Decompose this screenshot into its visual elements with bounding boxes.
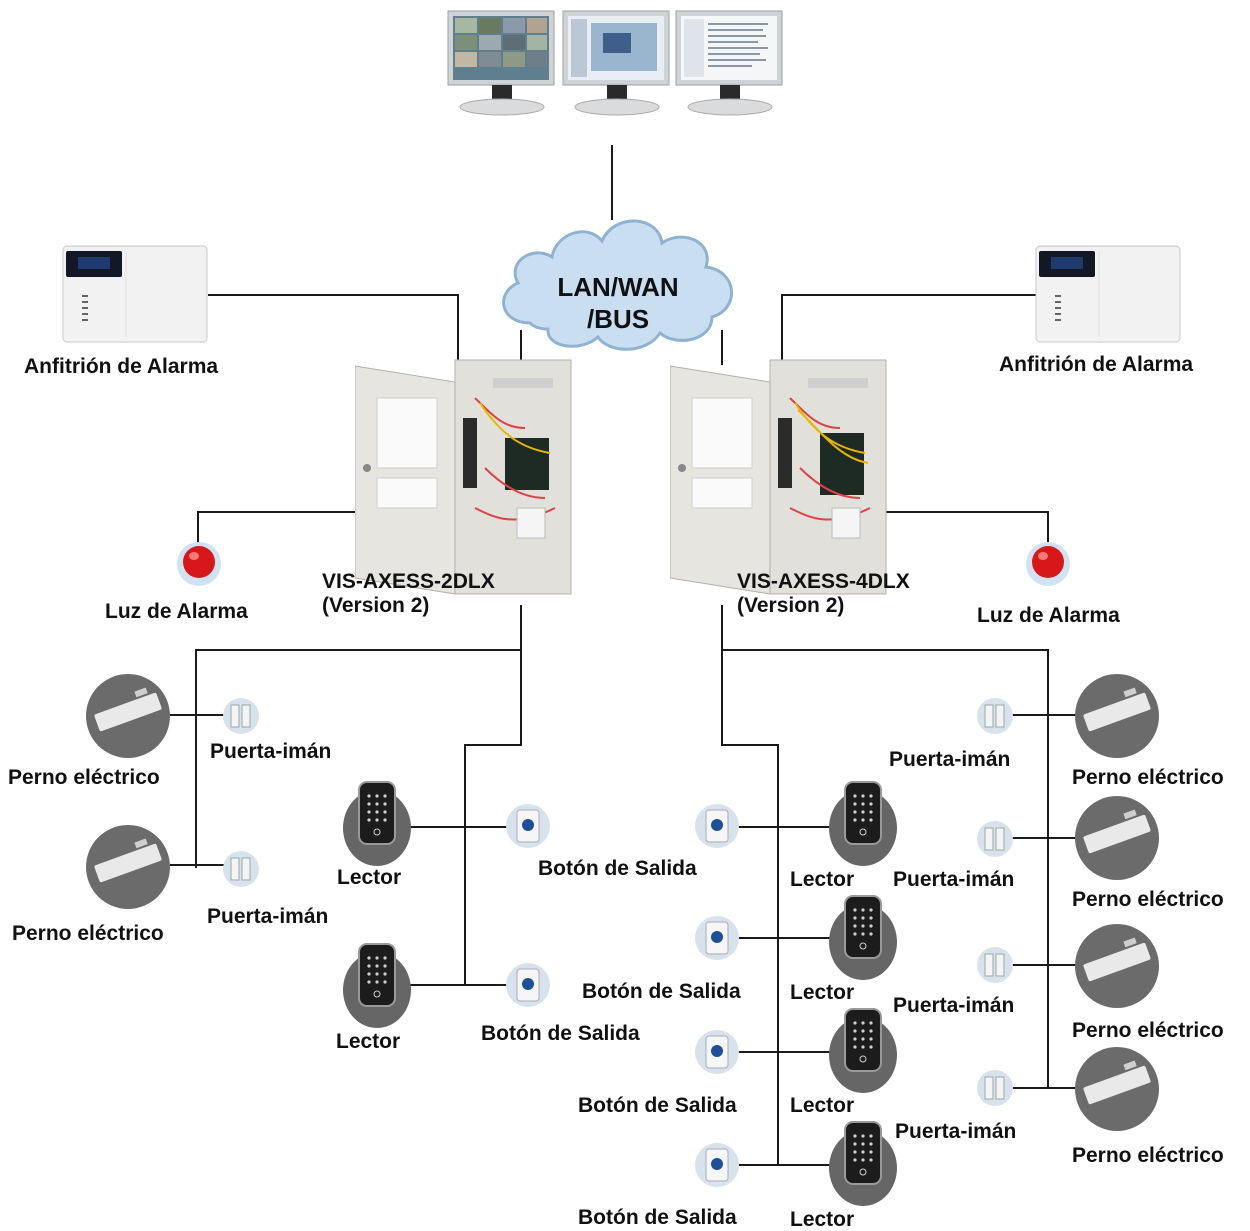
exit-button-label: Botón de Salida <box>578 1206 737 1229</box>
keypad-reader-icon <box>829 895 897 980</box>
reader-label: Lector <box>337 866 402 889</box>
exit-button-icon <box>695 804 739 848</box>
keypad-reader-icon <box>829 781 897 866</box>
magnet-contact-icon <box>977 821 1013 857</box>
reader-label: Lector <box>790 981 855 1004</box>
electric-bolt-label: Perno eléctrico <box>1072 1144 1224 1167</box>
electric-bolt-icon <box>86 674 170 758</box>
controller-left-model: VIS-AXESS-2DLX <box>322 570 495 593</box>
magnet-contact-icon <box>977 1070 1013 1106</box>
reader-label: Lector <box>790 1208 855 1231</box>
controller-left-version: (Version 2) <box>322 594 430 617</box>
reader-label: Lector <box>336 1030 401 1053</box>
controller-right-model: VIS-AXESS-4DLX <box>737 570 910 593</box>
exit-button-icon <box>695 916 739 960</box>
magnet-contact-icon <box>223 698 259 734</box>
electric-bolt-label: Perno eléctrico <box>1072 888 1224 911</box>
exit-button-label: Botón de Salida <box>538 857 697 880</box>
strobe-light-icon <box>1026 542 1070 586</box>
alarm-light-label-right: Luz de Alarma <box>977 604 1120 627</box>
alarm-panel-icon <box>62 245 208 343</box>
exit-button-icon <box>506 804 550 848</box>
alarm-host-label-right: Anfitrión de Alarma <box>999 353 1194 376</box>
electric-bolt-label: Perno eléctrico <box>12 922 164 945</box>
controller-right-version: (Version 2) <box>737 594 845 617</box>
electric-bolt-label: Perno eléctrico <box>8 766 160 789</box>
electric-bolt-icon <box>1075 924 1159 1008</box>
network-cloud-icon <box>502 219 733 351</box>
door-magnet-label: Puerta-imán <box>893 994 1015 1017</box>
reader-label: Lector <box>790 868 855 891</box>
exit-button-label: Botón de Salida <box>481 1022 640 1045</box>
electric-bolt-label: Perno eléctrico <box>1072 766 1224 789</box>
door-magnet-label: Puerta-imán <box>895 1120 1017 1143</box>
cloud-label-line1: LAN/WAN <box>557 272 679 302</box>
controller-cabinet-icon <box>355 359 572 595</box>
electric-bolt-icon <box>86 825 170 909</box>
keypad-reader-icon <box>829 1008 897 1093</box>
exit-button-icon <box>695 1030 739 1074</box>
door-magnet-label: Puerta-imán <box>889 748 1011 771</box>
exit-button-icon <box>506 963 550 1007</box>
exit-button-icon <box>695 1143 739 1187</box>
electric-bolt-icon <box>1075 674 1159 758</box>
monitor-icon <box>447 10 783 116</box>
alarm-panel-icon <box>1035 245 1181 343</box>
door-magnet-label: Puerta-imán <box>207 905 329 928</box>
reader-label: Lector <box>790 1094 855 1117</box>
controller-cabinet-icon <box>670 359 887 595</box>
alarm-host-label-left: Anfitrión de Alarma <box>24 355 219 378</box>
strobe-light-icon <box>177 542 221 586</box>
cloud-label-line2: /BUS <box>586 304 650 334</box>
keypad-reader-icon <box>343 943 411 1028</box>
door-magnet-label: Puerta-imán <box>893 868 1015 891</box>
exit-button-label: Botón de Salida <box>582 980 741 1003</box>
exit-button-label: Botón de Salida <box>578 1094 737 1117</box>
keypad-reader-icon <box>829 1121 897 1206</box>
electric-bolt-icon <box>1075 796 1159 880</box>
magnet-contact-icon <box>977 947 1013 983</box>
magnet-contact-icon <box>223 851 259 887</box>
electric-bolt-icon <box>1075 1047 1159 1131</box>
door-magnet-label: Puerta-imán <box>210 740 332 763</box>
electric-bolt-label: Perno eléctrico <box>1072 1019 1224 1042</box>
keypad-reader-icon <box>343 781 411 866</box>
alarm-light-label-left: Luz de Alarma <box>105 600 248 623</box>
magnet-contact-icon <box>977 698 1013 734</box>
